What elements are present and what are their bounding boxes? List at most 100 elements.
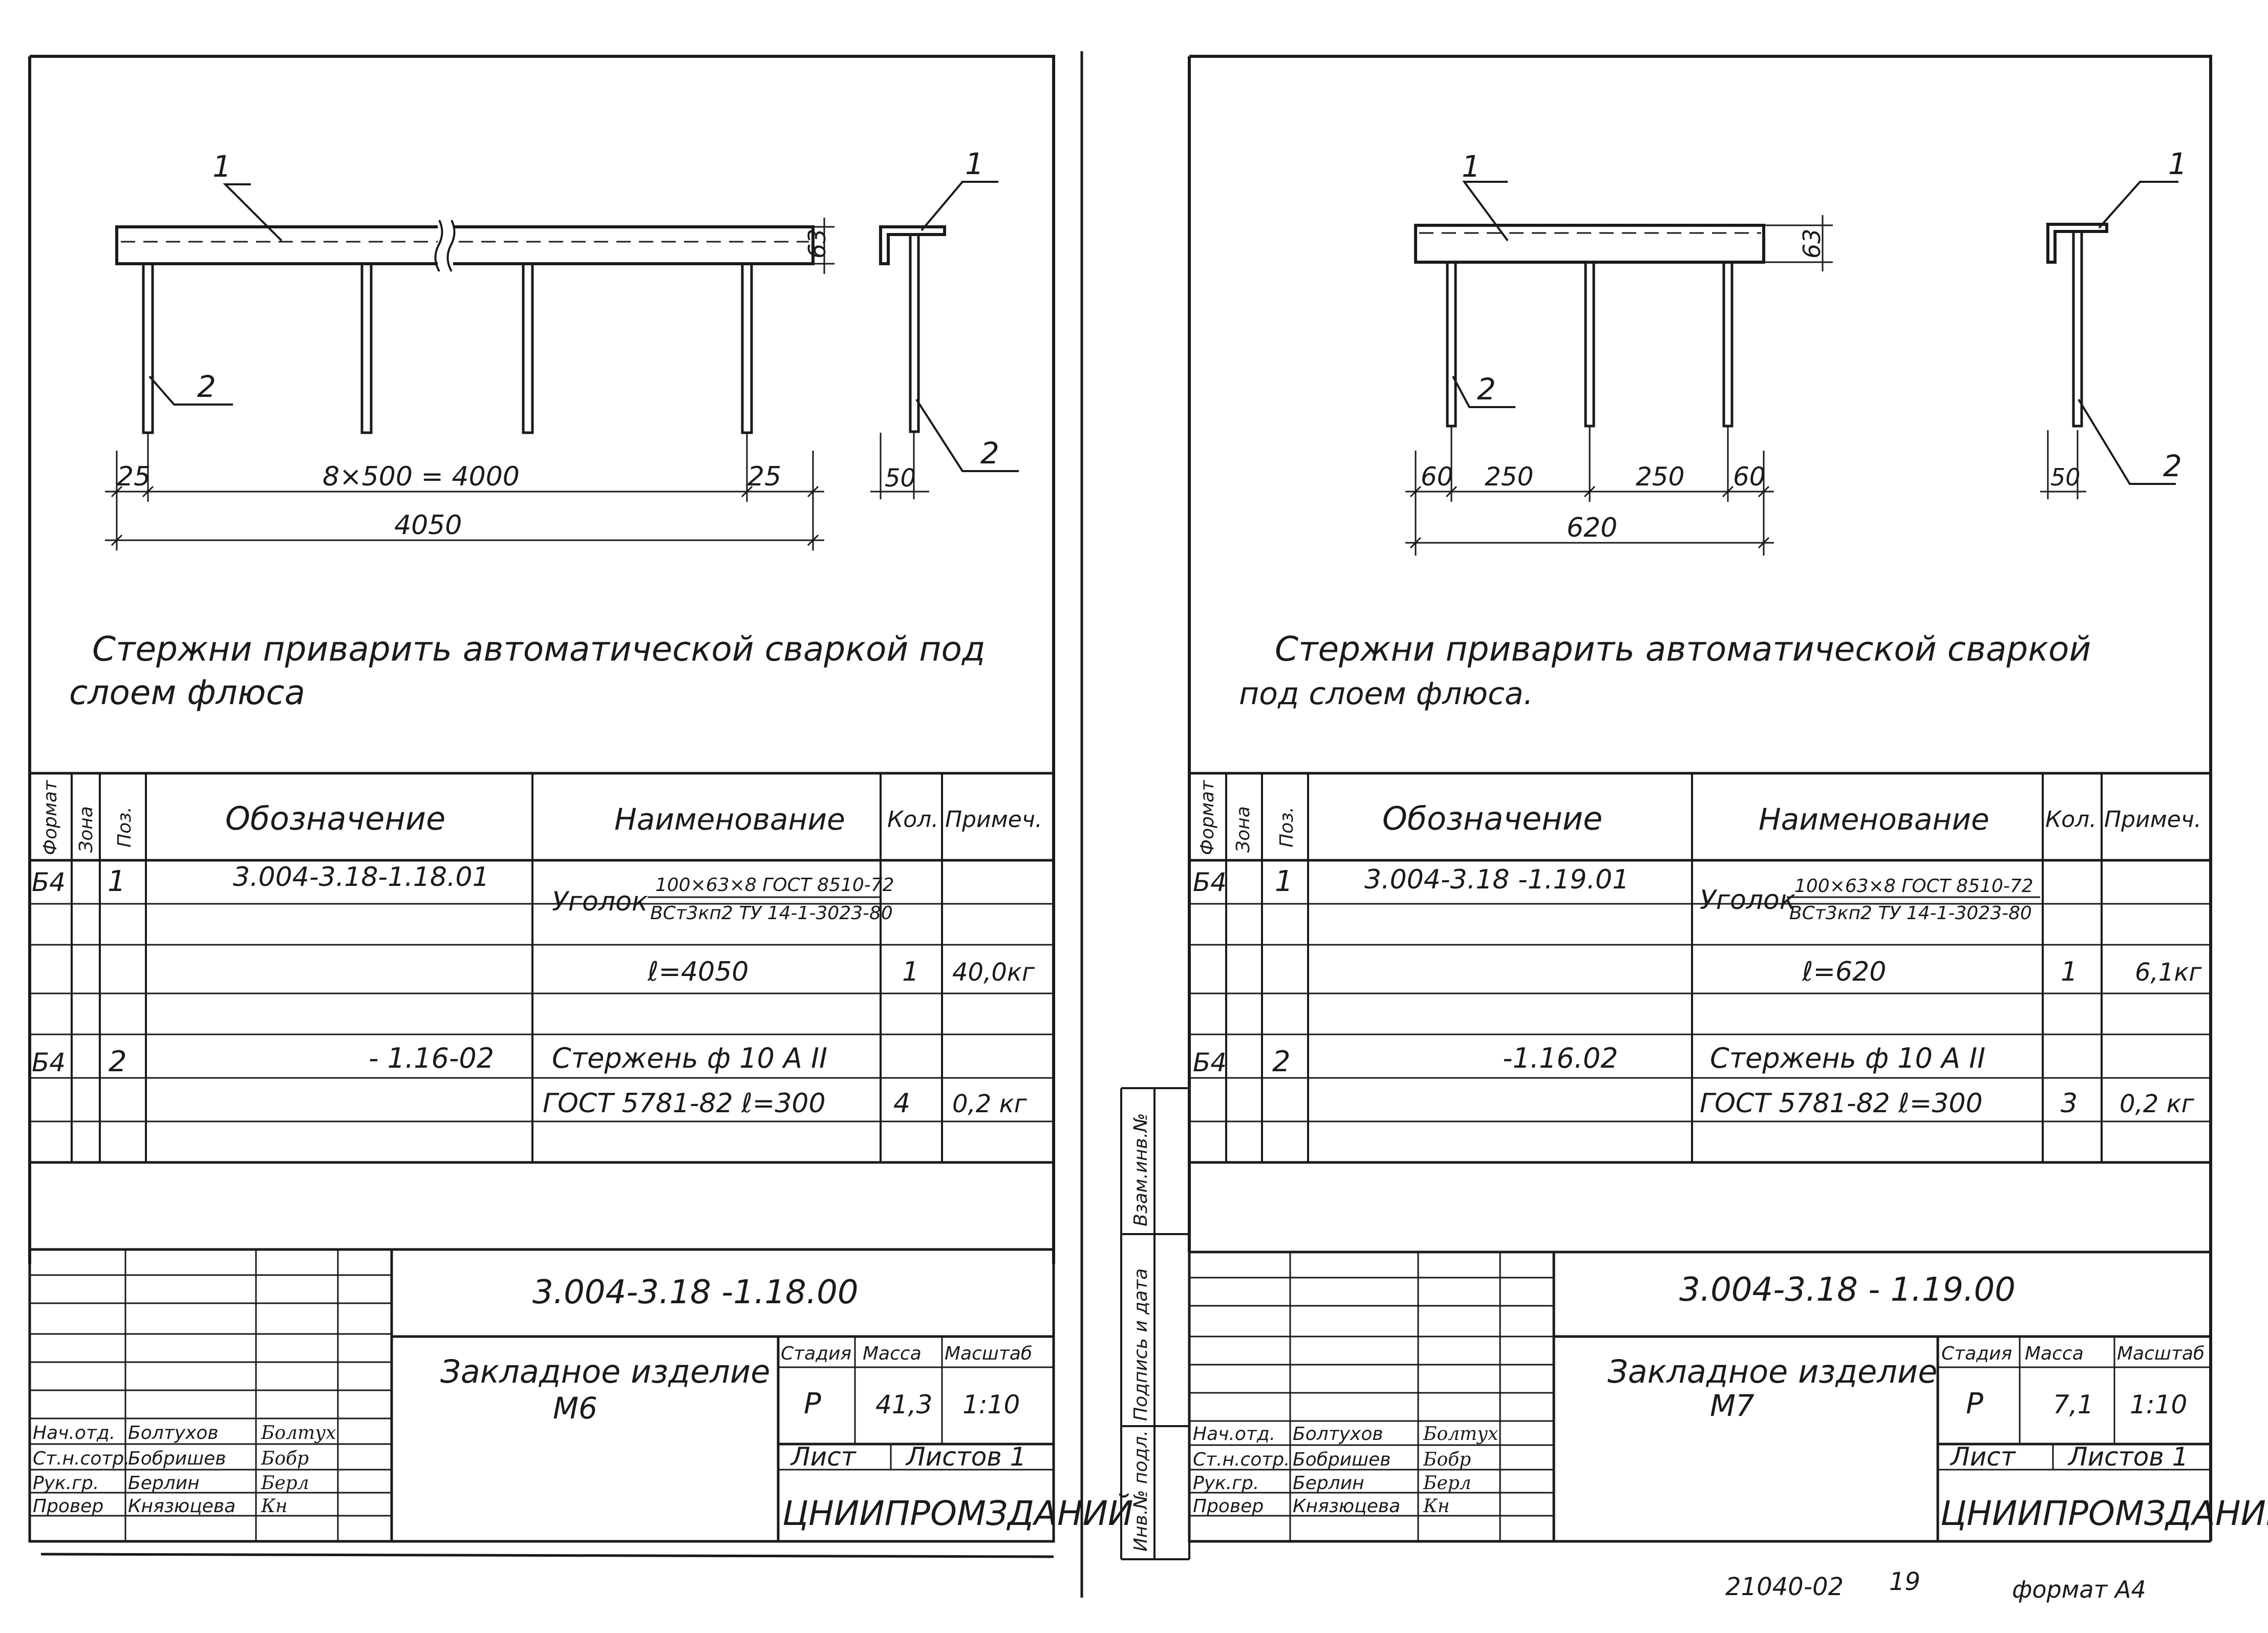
right-row1-designation: 3.004-3.18 -1.19.01 <box>1364 864 1629 895</box>
left-row1-name-den: ВСт3кп2 ТУ 14-1-3023-80 <box>650 903 893 924</box>
left-dim-left-end: 25 <box>117 461 151 492</box>
left-note-line-2: слоем флюса <box>69 673 305 712</box>
left-hdr-designation: Обозначение <box>225 800 445 837</box>
right-stamp-inv-orig: Инв.№ подл. <box>1130 1430 1151 1552</box>
left-hdr-name: Наименование <box>614 802 845 837</box>
left-row1-name-num: 100×63×8 ГОСТ 8510-72 <box>655 875 894 896</box>
left-row1-format: Б4 <box>32 867 66 897</box>
left-staff-sign-1: Болтух <box>261 1423 336 1444</box>
left-scale-label: Масштаб <box>945 1343 1032 1364</box>
left-scale: 1:10 <box>962 1390 1020 1419</box>
right-bar-1 <box>1446 261 1457 428</box>
right-row3-designation: -1.16.02 <box>1503 1042 1618 1074</box>
left-callout-1-leader <box>223 183 283 242</box>
left-sheet-label: Лист <box>790 1442 857 1472</box>
right-row4-qty: 3 <box>2061 1088 2078 1119</box>
left-staff-name-1: Болтухов <box>128 1423 219 1444</box>
left-dim-lines <box>105 433 824 550</box>
archive-number: 21040-02 <box>1725 1573 1844 1601</box>
left-tb-cell-lines <box>124 1249 1054 1541</box>
left-spec-grid <box>30 772 1054 1251</box>
right-staff-sign-4: Кн <box>1423 1496 1450 1517</box>
left-row1-pos: 1 <box>108 865 126 898</box>
left-sheet-bottom-line <box>40 1553 1054 1558</box>
right-title-block-grid <box>1188 1252 2211 1543</box>
right-callout-1: 1 <box>1462 149 1481 184</box>
left-staff-sign-4: Кн <box>261 1496 288 1517</box>
left-bar-4 <box>741 262 753 434</box>
right-callout-2-leader <box>1452 376 1515 408</box>
left-bar-2 <box>360 262 373 434</box>
right-staff-name-3: Берлин <box>1293 1473 1364 1494</box>
left-staff-name-3: Берлин <box>128 1473 200 1494</box>
left-height-dim-lines <box>813 218 835 274</box>
left-dim-ticks <box>111 485 819 546</box>
right-row1-pos: 1 <box>1275 865 1293 898</box>
left-part-drawing: 1 2 63 25 8×500 = 4000 25 4050 1 2 50 <box>105 146 1019 550</box>
right-stamp-sign-date: Подпись и дата <box>1130 1268 1151 1421</box>
right-dim-ticks <box>1409 485 1770 549</box>
left-side-callout-1-leader <box>921 181 998 231</box>
left-hdr-format: Формат <box>40 780 61 855</box>
left-note-line-1: Стержни приварить автоматической сваркой… <box>92 629 985 669</box>
right-staff-role-4: Провер <box>1193 1496 1264 1517</box>
right-spec-col-lines <box>1225 773 2103 1162</box>
left-organization: ЦНИИПРОМЗДАНИЙ <box>782 1493 1133 1533</box>
right-hdr-note: Примеч. <box>2104 807 2201 833</box>
left-row3-name: Стержень ф 10 А II <box>552 1042 827 1074</box>
left-callout-1: 1 <box>212 149 231 184</box>
right-callout-1-leader <box>1462 181 1509 242</box>
right-row4-note: 0,2 кг <box>2120 1090 2195 1118</box>
left-item-title: Закладное изделие <box>440 1353 770 1390</box>
right-sheets-label: Листов 1 <box>2067 1442 2188 1472</box>
right-bar-2 <box>1584 261 1595 428</box>
right-staff-sign-3: Берл <box>1423 1473 1471 1494</box>
left-staff-name-4: Князюцева <box>128 1496 236 1517</box>
right-side-dim-lines <box>2040 430 2086 499</box>
right-staff-role-1: Нач.отд. <box>1193 1424 1275 1445</box>
left-angle-front-view <box>115 225 815 265</box>
right-row1-format: Б4 <box>1193 867 1227 897</box>
right-callout-2: 2 <box>1477 372 1496 407</box>
right-row3-pos: 2 <box>1272 1045 1291 1078</box>
right-height-dim-lines <box>1764 215 1833 271</box>
right-item-title: Закладное изделие <box>1608 1353 1937 1390</box>
right-side-callout-2-leader <box>2078 398 2176 485</box>
left-row3-pos: 2 <box>109 1045 127 1078</box>
right-hdr-name: Наименование <box>1759 802 1989 837</box>
left-mass: 41,3 <box>875 1390 932 1419</box>
left-callout-2: 2 <box>197 369 216 404</box>
left-side-callout-2: 2 <box>980 436 999 471</box>
left-staff-role-4: Провер <box>33 1496 103 1517</box>
right-staff-sign-1: Болтух <box>1423 1424 1498 1445</box>
left-spec-col-lines <box>71 773 943 1162</box>
right-hdr-designation: Обозначение <box>1382 800 1602 837</box>
right-side-callout-1-leader <box>2098 181 2178 229</box>
left-dim-total: 4050 <box>394 510 462 541</box>
right-note-line-1: Стержни приварить автоматической сваркой <box>1275 629 2091 669</box>
left-row4-qty: 4 <box>893 1088 910 1119</box>
right-sheet: 1 2 63 60 250 250 60 620 1 2 50 Стержни … <box>1120 55 2268 1560</box>
right-dim-4: 60 <box>1733 462 1766 492</box>
left-row4-name: ГОСТ 5781-82 ℓ=300 <box>543 1088 826 1119</box>
left-staff-role-3: Рук.гр. <box>33 1473 99 1494</box>
right-organization: ЦНИИПРОМЗДАНИЙ <box>1940 1493 2268 1533</box>
right-sheet-label: Лист <box>1950 1442 2017 1472</box>
left-stage: Р <box>804 1387 821 1420</box>
right-staff-name-4: Князюцева <box>1293 1496 1400 1517</box>
left-spec-major-lines <box>30 772 1054 1251</box>
left-staff-role-1: Нач.отд. <box>33 1423 115 1444</box>
left-staff-sign-2: Бобр <box>261 1448 309 1469</box>
right-mass-label: Масса <box>2025 1343 2084 1364</box>
left-sheet: 1 2 63 25 8×500 = 4000 25 4050 1 2 50 Ст… <box>28 55 1133 1558</box>
right-part-drawing: 1 2 63 60 250 250 60 620 1 2 50 <box>1405 146 2187 556</box>
left-mass-label: Масса <box>863 1343 922 1364</box>
right-row4-name: ГОСТ 5781-82 ℓ=300 <box>1700 1088 1983 1119</box>
left-stage-label: Стадия <box>781 1343 851 1364</box>
left-row3-designation: - 1.16-02 <box>369 1042 494 1074</box>
right-side-callout-2: 2 <box>2163 449 2182 483</box>
right-item-mark: М7 <box>1710 1388 1755 1423</box>
left-row1-name: Уголок <box>552 886 648 917</box>
left-row4-note: 0,2 кг <box>952 1090 1028 1118</box>
